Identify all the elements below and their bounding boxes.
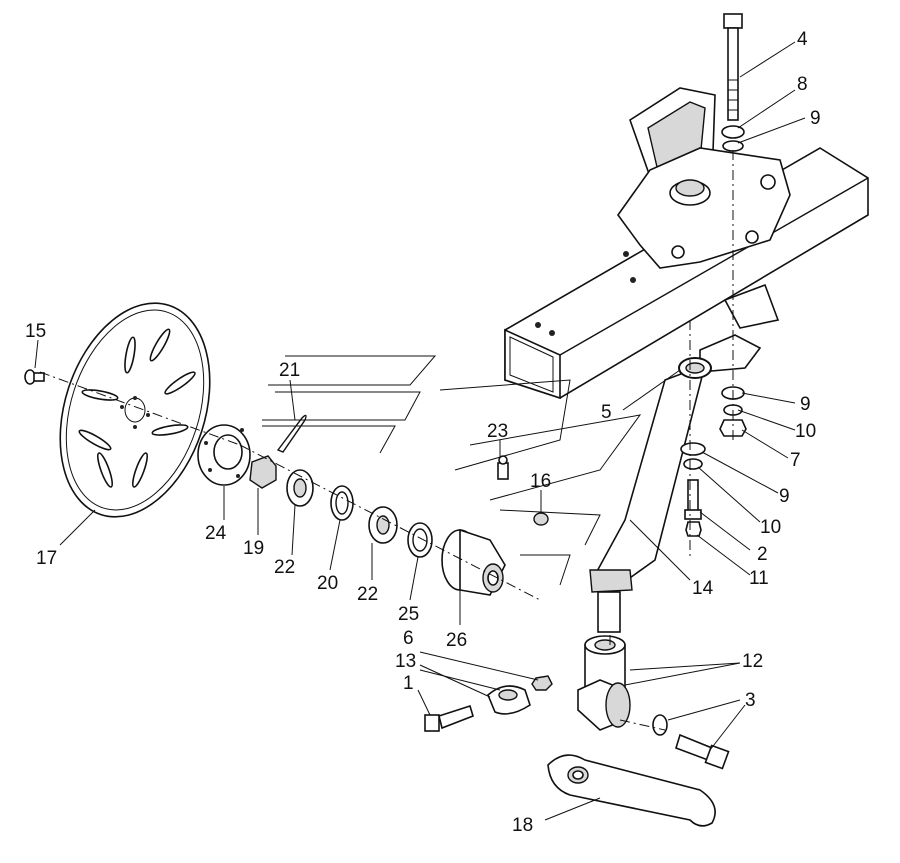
callout-26: 26 [446, 630, 467, 651]
clamp-13 [487, 685, 531, 715]
washer-3 [652, 714, 668, 736]
callout-1: 1 [403, 673, 414, 694]
callout-17: 17 [36, 548, 57, 569]
phantom-outlines [262, 355, 642, 586]
washer-9-low [680, 442, 706, 456]
callout-24: 24 [205, 523, 227, 544]
callout-23: 23 [487, 421, 508, 442]
bolt-1 [424, 704, 474, 732]
bolt-3 [675, 733, 730, 770]
castle-nut-19 [249, 455, 277, 489]
leader-lines [34, 41, 806, 821]
callout-4: 4 [797, 29, 808, 50]
callout-9: 9 [779, 486, 790, 507]
mounting-bracket [617, 87, 791, 329]
callout-20: 20 [317, 573, 338, 594]
callout-14: 14 [692, 578, 714, 599]
callout-9: 9 [810, 108, 821, 129]
arm-14 [589, 334, 762, 633]
callout-12: 12 [742, 651, 763, 672]
washer-10-low [683, 458, 703, 470]
axis-lines [39, 150, 734, 731]
callout-labels: 4 8 9 15 21 5 9 10 7 23 16 9 10 24 19 2 … [25, 29, 821, 836]
callout-10: 10 [760, 517, 781, 538]
callout-6: 6 [403, 628, 414, 649]
handle-18 [547, 754, 716, 827]
bolt-4 [723, 13, 743, 121]
callout-15: 15 [25, 321, 46, 342]
callout-19: 19 [243, 538, 264, 559]
spindle-housing-12 [577, 635, 631, 731]
callout-7: 7 [790, 450, 801, 471]
seal-20 [330, 485, 354, 521]
nut-7 [719, 419, 747, 437]
callout-8: 8 [797, 74, 808, 95]
callout-16: 16 [530, 471, 551, 492]
callout-13: 13 [395, 651, 416, 672]
flange-24 [197, 424, 251, 486]
seal-25 [407, 522, 433, 558]
bolt-15 [24, 369, 45, 385]
bearing-22-left [286, 469, 314, 507]
callout-3: 3 [745, 690, 756, 711]
callout-11: 11 [749, 568, 769, 589]
callout-2: 2 [757, 544, 768, 565]
callout-22: 22 [357, 584, 378, 605]
washer-8 [721, 125, 745, 139]
cotter-pin-21 [276, 414, 307, 453]
callout-10: 10 [795, 421, 816, 442]
plug-16 [533, 512, 549, 526]
wheel-disc-17 [59, 302, 211, 518]
bearing-22-right [368, 506, 398, 544]
callout-21: 21 [279, 360, 300, 381]
callout-18: 18 [512, 815, 533, 836]
hub-26 [441, 528, 506, 596]
grease-fitting-23 [497, 455, 509, 480]
callout-22: 22 [274, 557, 295, 578]
nut-11 [685, 521, 702, 537]
callout-25: 25 [398, 604, 419, 625]
bolt-2 [684, 479, 702, 520]
callout-5: 5 [601, 402, 612, 423]
nut-6 [531, 675, 553, 691]
callout-9: 9 [800, 394, 811, 415]
